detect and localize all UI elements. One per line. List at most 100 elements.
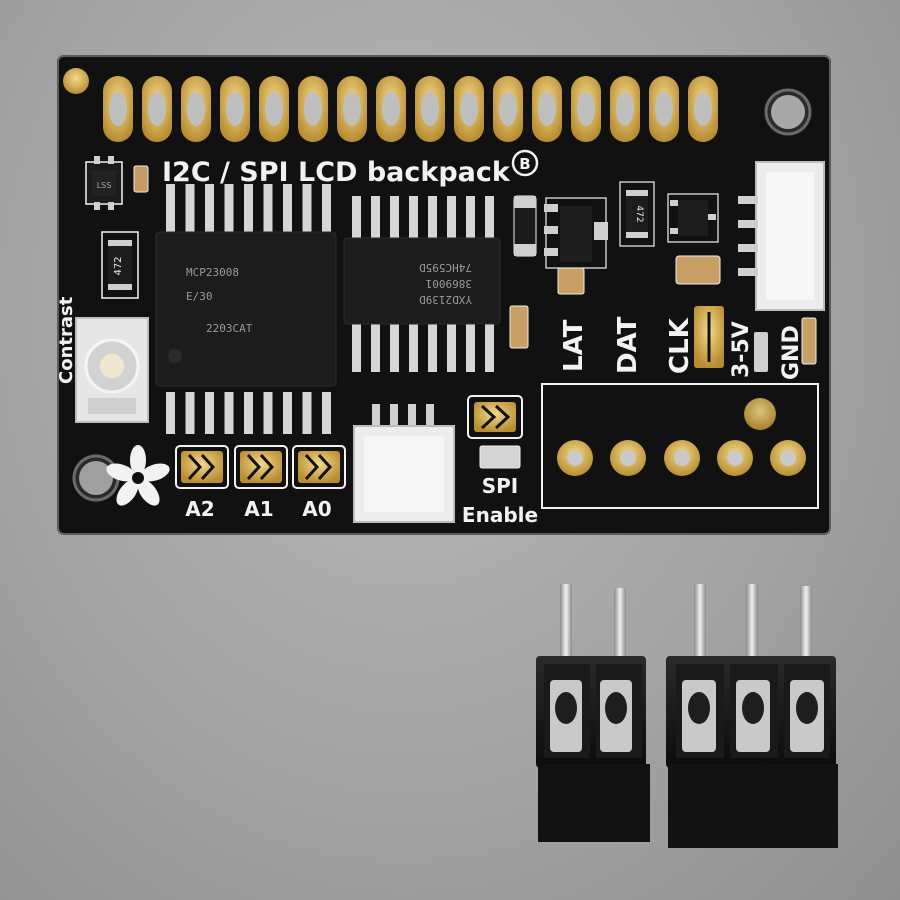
terminal-hole — [717, 440, 753, 476]
chip-pin — [263, 392, 273, 434]
address-label: A2 — [185, 497, 214, 521]
chip-pin — [371, 324, 380, 372]
lcd-backpack-board: I2C / SPI LCD backpack B LSS 472 — [56, 55, 831, 535]
board-title: I2C / SPI LCD backpack — [162, 157, 511, 188]
svg-text:B: B — [519, 155, 530, 173]
svg-text:LSS: LSS — [97, 181, 112, 190]
label-lat: LAT — [559, 319, 589, 372]
contrast-potentiometer[interactable] — [75, 317, 149, 423]
svg-text:MCP23008: MCP23008 — [186, 266, 239, 279]
chip-pin — [185, 184, 195, 234]
fiducial-marker — [63, 68, 89, 94]
chip-pin — [283, 184, 292, 234]
terminal-hole — [664, 440, 700, 476]
header-pad — [532, 76, 562, 142]
chip-pin — [283, 392, 292, 434]
chip-pin — [205, 184, 214, 234]
terminal-hole — [557, 440, 593, 476]
header-pad — [181, 76, 211, 142]
chip-pin — [302, 184, 312, 234]
chip-pin — [302, 392, 312, 434]
adafruit-flower-logo — [106, 445, 170, 506]
chip-pin — [166, 392, 175, 434]
resistor-472: 472 — [101, 231, 139, 299]
chip-pin — [447, 196, 456, 240]
header-pad — [688, 76, 718, 142]
resistor-472: 472 — [619, 181, 655, 247]
stemma-connector — [738, 161, 825, 311]
chip-pin — [371, 196, 380, 240]
terminal-block-2-pin — [536, 584, 650, 842]
mcp23008-chip: MCP23008 E/30 2203CAT — [155, 184, 337, 434]
header-pad — [610, 76, 640, 142]
smd-components: 472 — [509, 181, 817, 372]
header-pad — [142, 76, 172, 142]
chip-pin — [205, 392, 214, 434]
header-pad — [259, 76, 289, 142]
address-jumper-a1[interactable]: A1 — [234, 445, 288, 521]
enable-label: Enable — [462, 503, 538, 527]
chip-pin — [185, 392, 195, 434]
logo-b-icon: B — [511, 149, 539, 177]
svg-text:472: 472 — [634, 205, 644, 222]
terminal-hole — [770, 440, 806, 476]
capacitor — [133, 165, 149, 193]
terminal-block-3-pin — [666, 584, 838, 848]
header-pad — [103, 76, 133, 142]
chip-pin — [352, 324, 361, 372]
chip-pin — [166, 184, 175, 234]
chip-pin — [352, 196, 361, 240]
chip-pin — [322, 184, 331, 234]
header-pad — [493, 76, 523, 142]
lcd-header-pads — [103, 76, 718, 142]
chip-pin — [466, 324, 475, 372]
small-connector — [353, 404, 455, 523]
label-dat: DAT — [613, 316, 643, 374]
chip-pin — [466, 196, 475, 240]
chip-pin — [390, 324, 399, 372]
terminal-holes — [557, 440, 806, 476]
chip-pin — [428, 196, 437, 240]
header-pad — [454, 76, 484, 142]
header-pad — [649, 76, 679, 142]
chip-pin — [409, 196, 418, 240]
header-pad — [571, 76, 601, 142]
chip-pin — [263, 184, 273, 234]
label-clk: CLK — [665, 317, 695, 374]
svg-text:3869001: 3869001 — [426, 277, 472, 290]
small-ic: LSS — [85, 156, 123, 210]
svg-text:YXD2139D: YXD2139D — [419, 293, 472, 306]
resistor — [479, 445, 521, 469]
fiducial-marker — [744, 398, 776, 430]
chip-pin — [485, 324, 494, 372]
address-jumper-a0[interactable]: A0 — [292, 445, 346, 521]
chip-pin — [244, 184, 253, 234]
spi-enable-jumper[interactable] — [467, 395, 523, 439]
header-pad — [298, 76, 328, 142]
mounting-hole — [72, 454, 120, 502]
terminal-outline — [541, 383, 819, 509]
header-pad — [415, 76, 445, 142]
svg-text:74HC595D: 74HC595D — [419, 261, 472, 274]
chip-pin — [224, 392, 234, 434]
svg-text:2203CAT: 2203CAT — [206, 322, 253, 335]
address-label: A1 — [244, 497, 273, 521]
chip-pin — [428, 324, 437, 372]
chip-pin — [322, 392, 331, 434]
header-pad — [376, 76, 406, 142]
chip-pin — [390, 196, 399, 240]
mounting-hole — [764, 88, 812, 136]
header-pad — [220, 76, 250, 142]
shift-register-chip: YXD2139D 3869001 74HC595D — [343, 196, 501, 372]
label-gnd: GND — [779, 325, 804, 380]
chip-pin — [244, 392, 253, 434]
svg-text:E/30: E/30 — [186, 290, 213, 303]
label-3-5v: 3-5V — [729, 321, 754, 378]
chip-pin — [485, 196, 494, 240]
spi-label: SPI — [482, 474, 519, 498]
chip-pin — [409, 324, 418, 372]
contrast-label: Contrast — [56, 296, 77, 384]
address-jumper-a2[interactable]: A2 — [175, 445, 229, 521]
address-label: A0 — [302, 497, 331, 521]
